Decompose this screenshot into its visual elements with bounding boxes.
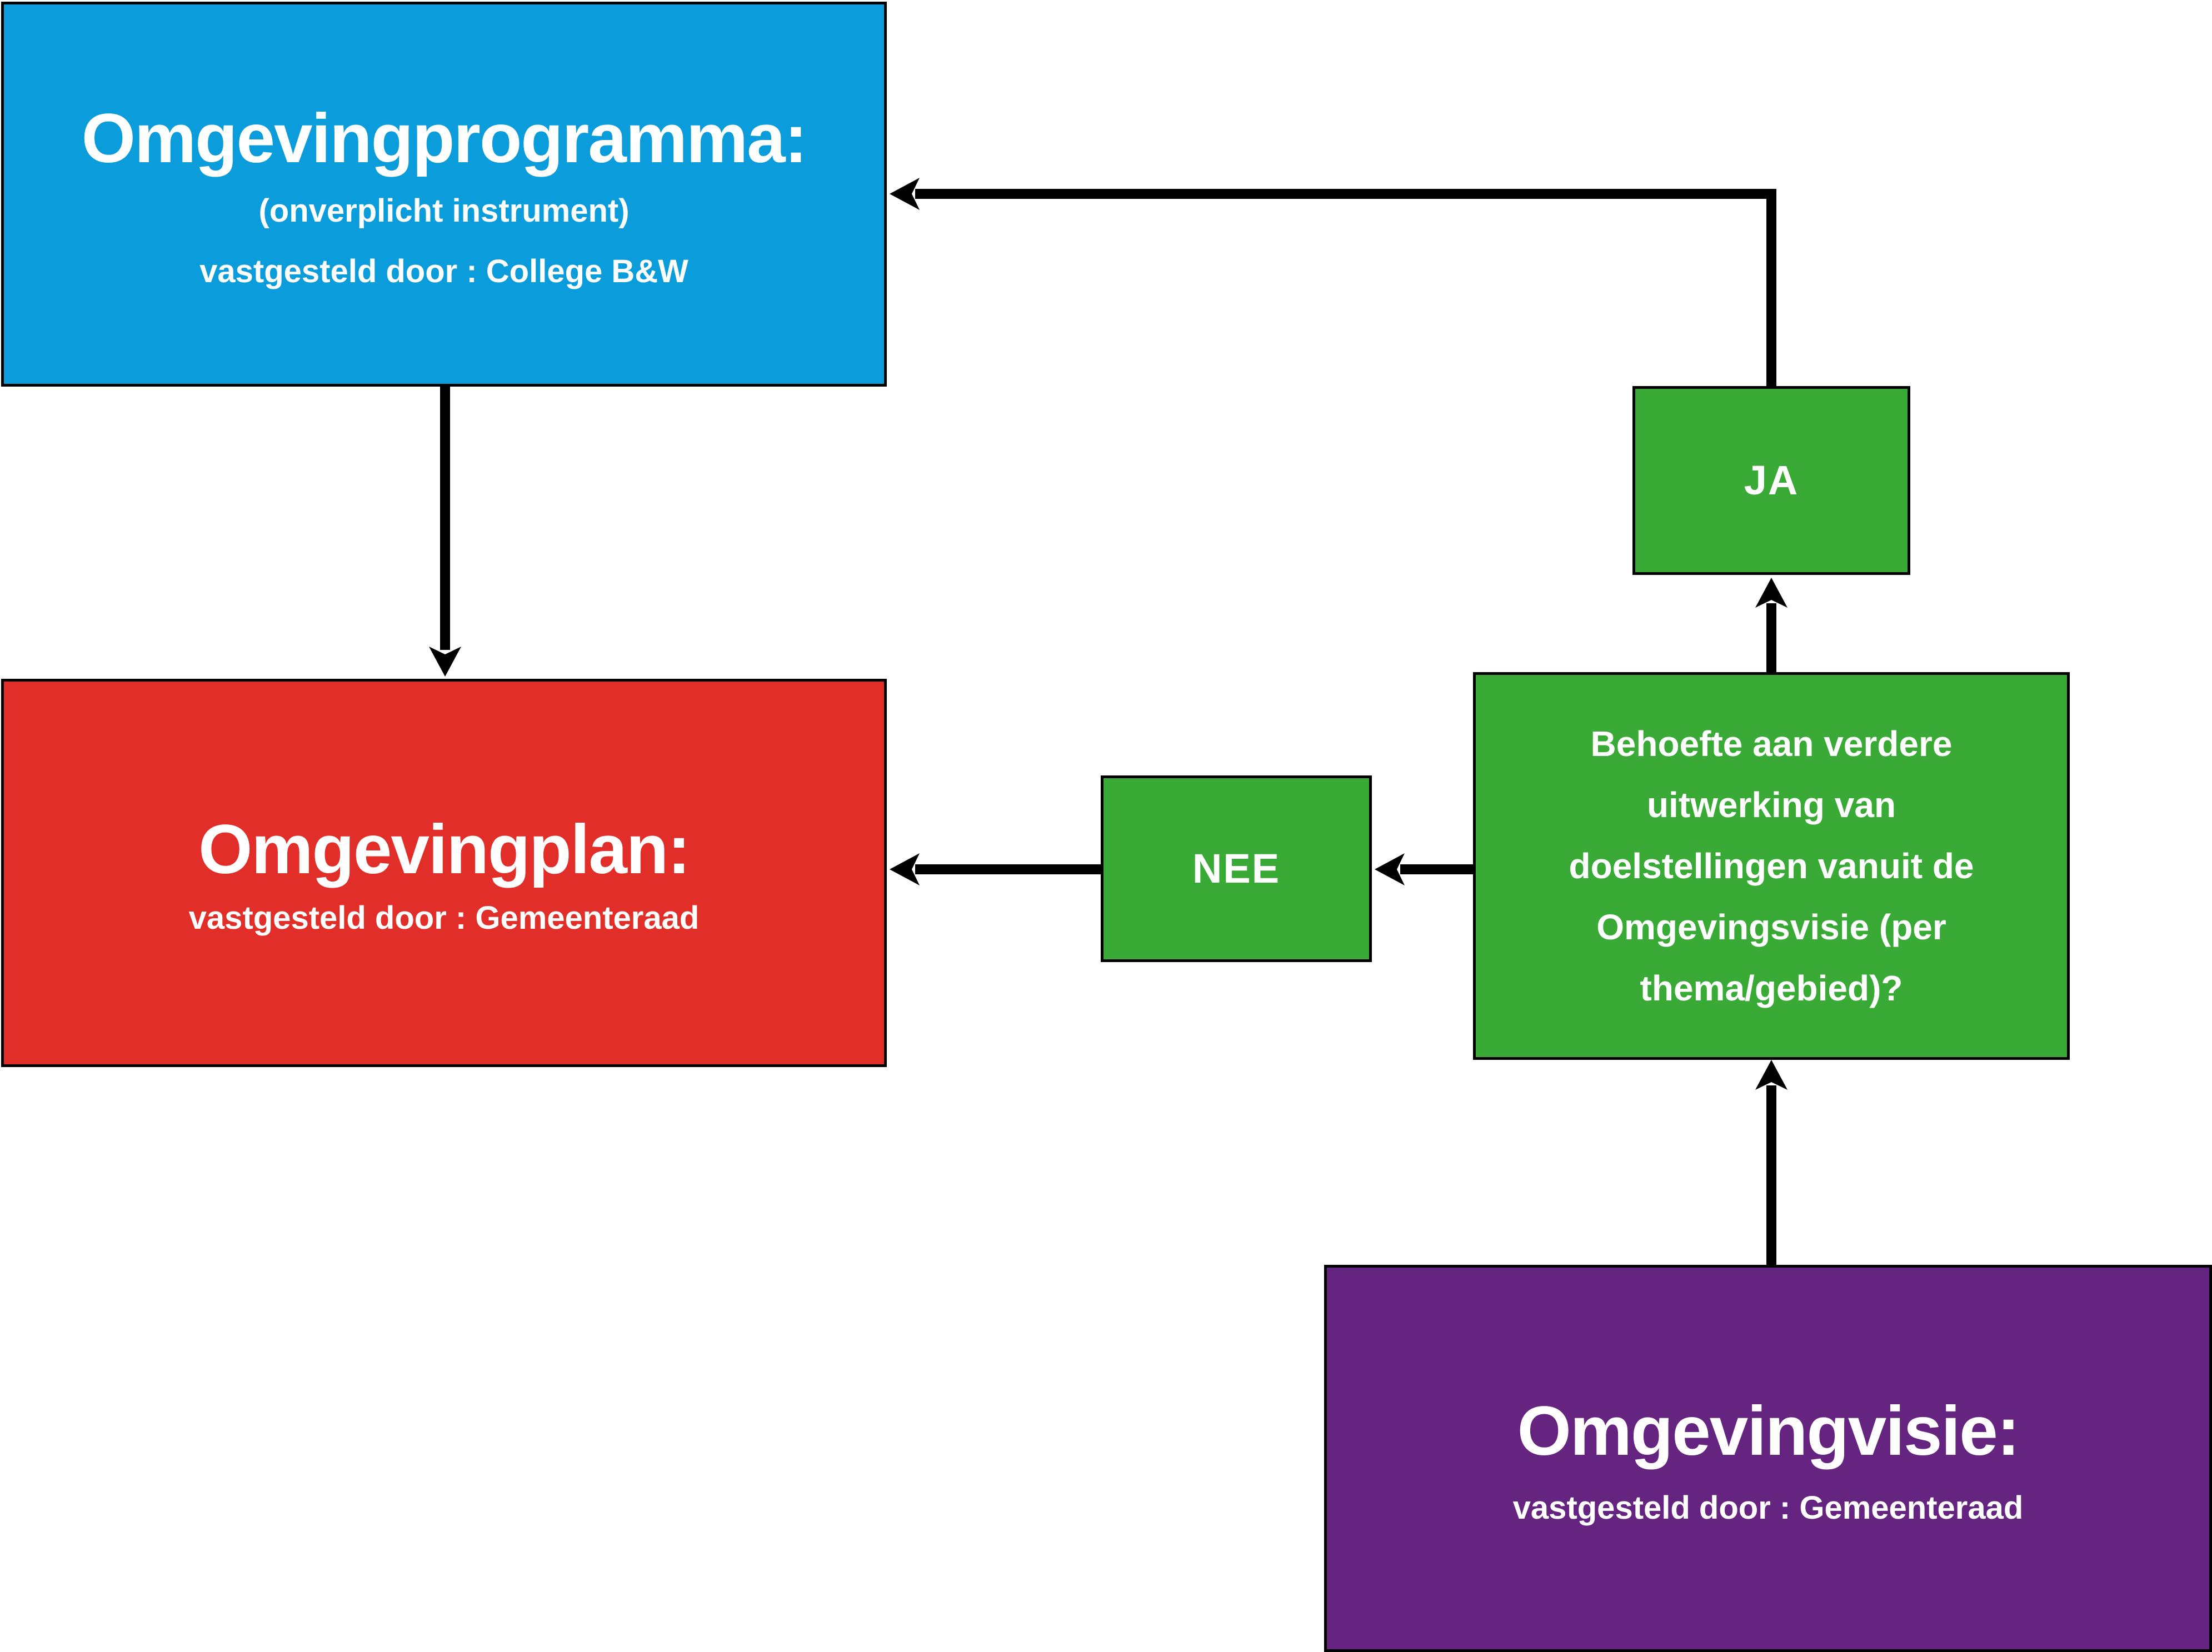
omgevingplan-title: Omgevingplan:	[198, 811, 691, 888]
arrow-ja-to-programma	[890, 178, 1776, 386]
vraag-line-3: doelstellingen vanuit de	[1569, 846, 1974, 886]
omgevingvisie-title: Omgevingvisie:	[1517, 1392, 2020, 1470]
node-omgevingplan: Omgevingplan: vastgesteld door : Gemeent…	[1, 679, 887, 1067]
arrow-visie-to-vraag	[1755, 1060, 1787, 1265]
arrow-nee-to-plan	[890, 853, 1101, 885]
vraag-line-1: Behoefte aan verdere	[1590, 724, 1953, 764]
node-vraag: Behoefte aan verdere uitwerking van doel…	[1473, 672, 2070, 1060]
vraag-line-4: Omgevingsvisie (per	[1596, 907, 1946, 947]
node-omgevingvisie: Omgevingvisie: vastgesteld door : Gemeen…	[1324, 1265, 2212, 1652]
omgevingprogramma-title: Omgevingprogramma:	[81, 100, 808, 177]
vraag-line-2: uitwerking van	[1646, 785, 1896, 825]
node-nee: NEE	[1101, 775, 1372, 962]
omgevingplan-subtitle: vastgesteld door : Gemeenteraad	[188, 900, 700, 936]
node-omgevingprogramma: Omgevingprogramma: (onverplicht instrume…	[1, 2, 887, 387]
nee-label: NEE	[1192, 845, 1281, 892]
omgevingprogramma-line1: (onverplicht instrument)	[258, 193, 630, 229]
node-ja: JA	[1632, 386, 1910, 575]
arrow-vraag-to-nee	[1375, 853, 1473, 885]
omgevingprogramma-line2: vastgesteld door : College B&W	[199, 253, 688, 289]
vraag-line-5: thema/gebied)?	[1640, 968, 1903, 1008]
ja-label: JA	[1744, 457, 1799, 503]
arrow-programma-to-plan	[429, 387, 461, 677]
arrow-vraag-to-ja	[1755, 578, 1787, 672]
omgevingvisie-subtitle: vastgesteld door : Gemeenteraad	[1512, 1489, 2024, 1526]
